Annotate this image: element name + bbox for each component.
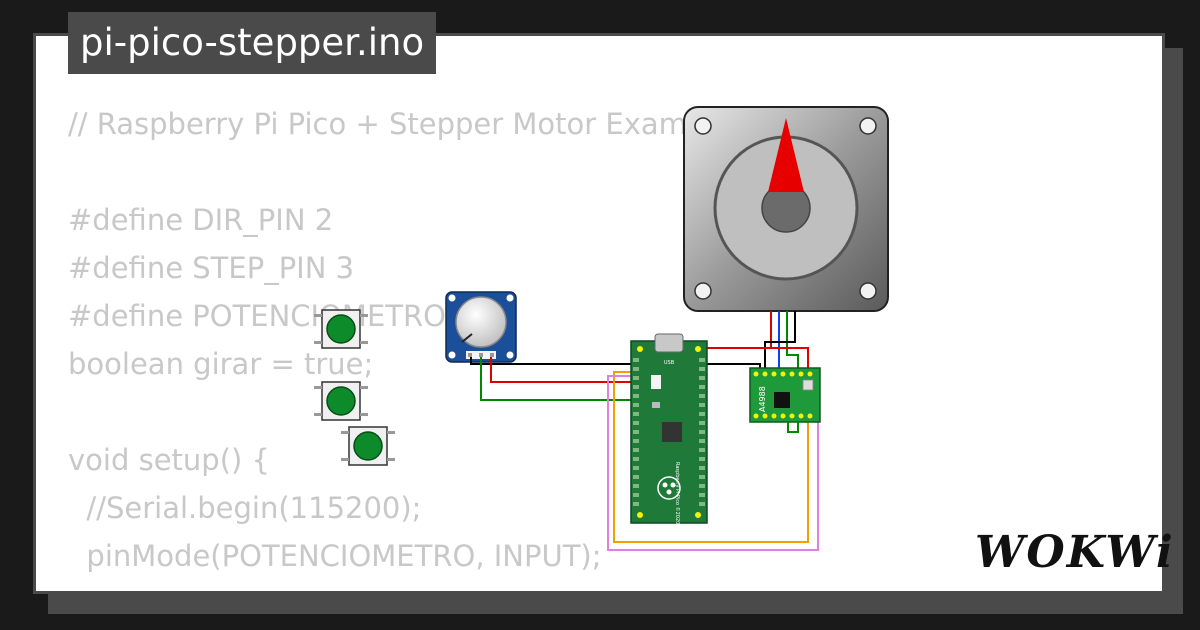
a4988-driver[interactable]: A4988 [749, 367, 821, 433]
usb-label: USB [664, 360, 675, 366]
push-button-1[interactable] [314, 309, 368, 349]
code-line: pinMode(POTENCIOMETRO, INPUT); [68, 539, 602, 573]
project-filename[interactable]: pi-pico-stepper.ino [68, 12, 437, 74]
code-line: #define DIR_PIN 2 [68, 203, 334, 237]
raspberry-pi-pico[interactable]: USB Raspberry Pi Pico [630, 333, 708, 524]
pico-pins-left [633, 358, 639, 506]
code-line: // Raspberry Pi Pico + Stepper Motor Exa… [68, 107, 687, 141]
raspberry-logo [657, 476, 681, 500]
potentiometer[interactable] [445, 291, 517, 363]
preview-card [33, 33, 1165, 594]
signal-wires [607, 347, 819, 551]
driver-label: A4988 [758, 386, 767, 412]
code-line: #define POTENCIOMETRO [68, 299, 446, 333]
code-line: #define STEP_PIN 3 [68, 251, 355, 285]
code-line: //Serial.begin(115200); [68, 491, 422, 525]
stepper-motor[interactable] [683, 106, 889, 328]
pot-wires [470, 357, 761, 401]
wokwi-logo[interactable]: WOKWi [975, 527, 1175, 578]
code-line: boolean girar = true; [68, 347, 374, 381]
push-button-3[interactable] [341, 426, 395, 466]
motor-pointer [768, 118, 804, 192]
code-line: void setup() { [68, 443, 270, 477]
code-preview: // Raspberry Pi Pico + Stepper Motor Exa… [68, 100, 688, 580]
board-label: Raspberry Pi Pico ©2020 [674, 462, 681, 524]
push-button-2[interactable] [314, 381, 368, 421]
pico-pins-right [699, 358, 705, 506]
